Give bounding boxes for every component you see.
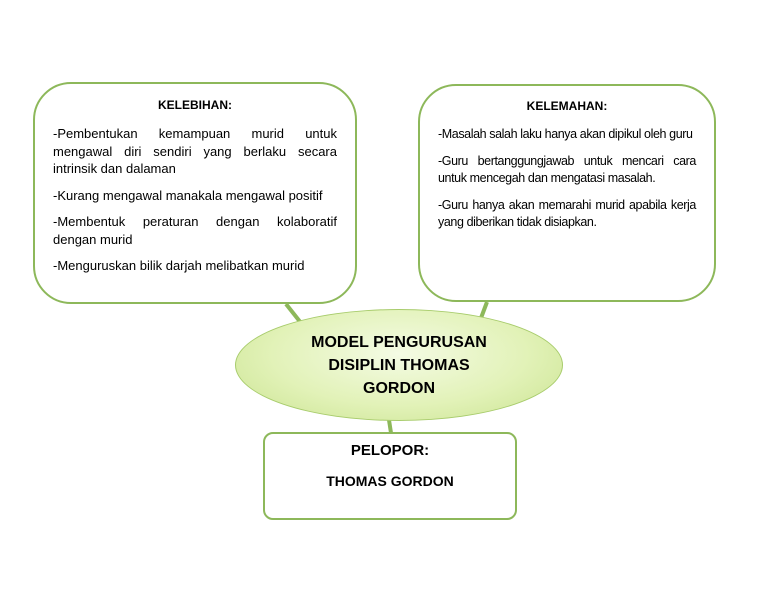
central-topic-ellipse: MODEL PENGURUSAN DISIPLIN THOMAS GORDON [235, 309, 563, 421]
kelebihan-title: KELEBIHAN: [158, 98, 232, 112]
connector-pelopor [387, 419, 393, 434]
kelemahan-item: -Guru bertanggungjawab untuk mencari car… [438, 153, 696, 186]
kelemahan-title: KELEMAHAN: [526, 99, 608, 113]
kelemahan-item: -Masalah salah laku hanya akan dipikul o… [438, 127, 693, 141]
pelopor-box: PELOPOR: THOMAS GORDON [263, 432, 517, 520]
kelebihan-box: KELEBIHAN: -Pembentukan kemampuan murid … [33, 82, 357, 304]
kelebihan-item: -Menguruskan bilik darjah melibatkan mur… [53, 258, 305, 273]
central-topic-title: MODEL PENGURUSAN DISIPLIN THOMAS GORDON [311, 333, 487, 397]
kelebihan-item: -Kurang mengawal manakala mengawal posit… [53, 187, 323, 203]
kelemahan-box: KELEMAHAN: -Masalah salah laku hanya aka… [418, 84, 716, 302]
pelopor-name: THOMAS GORDON [326, 473, 454, 489]
kelebihan-item: -Pembentukan kemampuan murid untuk menga… [53, 126, 337, 176]
kelebihan-item: -Membentuk peraturan dengan kolaboratif … [53, 214, 337, 247]
pelopor-label: PELOPOR: [350, 442, 430, 459]
kelemahan-item: -Guru hanya akan memarahi murid apabila … [438, 197, 696, 230]
